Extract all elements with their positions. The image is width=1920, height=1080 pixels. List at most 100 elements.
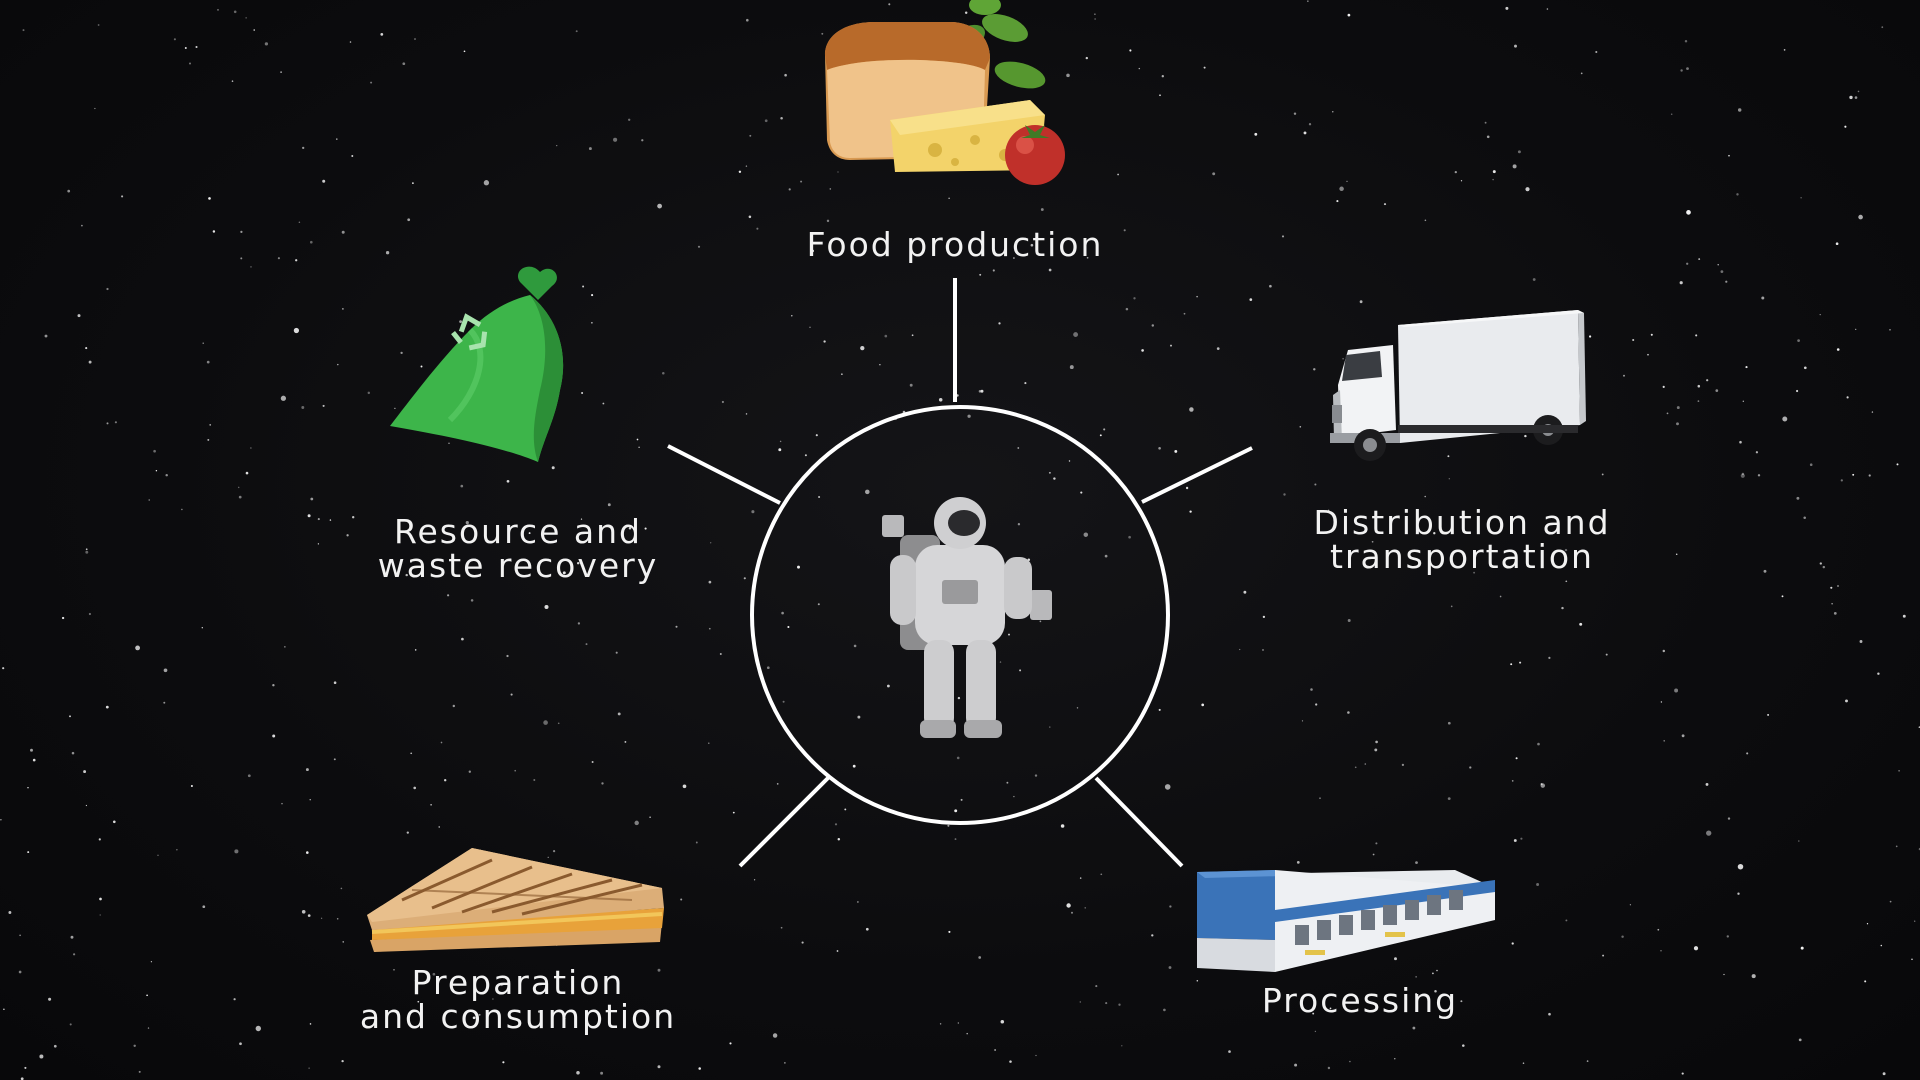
star xyxy=(1796,496,1800,500)
star xyxy=(964,11,968,14)
label-line: Processing xyxy=(1261,981,1459,1020)
star xyxy=(447,594,450,597)
recycle-bag-icon xyxy=(390,266,564,462)
star xyxy=(250,447,252,449)
star xyxy=(1561,606,1564,610)
star xyxy=(1803,366,1807,370)
star xyxy=(841,373,843,375)
star xyxy=(1679,281,1683,285)
star xyxy=(1068,460,1071,462)
star xyxy=(1715,389,1719,392)
star xyxy=(787,625,790,629)
star xyxy=(1327,509,1330,512)
star xyxy=(776,783,779,785)
star xyxy=(460,484,464,488)
star xyxy=(30,748,33,752)
star xyxy=(1076,707,1079,709)
star xyxy=(601,782,604,785)
star xyxy=(1889,328,1891,331)
star xyxy=(1401,763,1405,767)
star xyxy=(682,784,687,789)
star xyxy=(153,449,156,453)
star xyxy=(367,391,371,395)
star xyxy=(380,33,384,36)
star xyxy=(1073,332,1079,338)
star xyxy=(85,347,88,350)
star xyxy=(1040,208,1044,211)
star xyxy=(948,930,951,933)
star xyxy=(638,446,640,449)
star xyxy=(438,826,440,828)
star xyxy=(779,440,782,443)
star xyxy=(978,390,982,393)
star xyxy=(1164,784,1171,790)
star xyxy=(88,612,91,616)
star xyxy=(1822,565,1826,569)
star xyxy=(1339,186,1344,192)
star xyxy=(173,38,176,41)
star xyxy=(544,604,549,610)
star xyxy=(1524,434,1527,438)
star xyxy=(1676,406,1680,410)
star xyxy=(1185,486,1189,490)
star xyxy=(1249,298,1253,301)
star xyxy=(1855,328,1857,331)
star xyxy=(1433,532,1436,535)
star xyxy=(250,266,252,268)
star xyxy=(1039,620,1042,623)
star xyxy=(537,1010,541,1013)
star xyxy=(85,550,89,554)
star xyxy=(452,704,456,708)
star xyxy=(1525,187,1530,192)
star xyxy=(865,927,869,931)
star xyxy=(834,823,838,826)
star xyxy=(67,189,71,193)
star xyxy=(1540,783,1543,786)
star xyxy=(212,230,216,233)
star xyxy=(405,573,408,577)
star xyxy=(414,979,418,983)
star xyxy=(1882,1072,1886,1076)
star xyxy=(44,334,48,338)
star xyxy=(1681,1072,1684,1075)
star xyxy=(804,454,807,457)
star xyxy=(237,486,240,489)
star xyxy=(826,219,830,223)
star xyxy=(1695,334,1698,337)
star xyxy=(1751,974,1756,979)
star xyxy=(811,249,814,253)
star xyxy=(483,180,490,186)
star xyxy=(114,421,117,424)
star xyxy=(784,73,787,77)
star xyxy=(298,221,301,223)
star xyxy=(410,560,413,564)
star xyxy=(1889,900,1892,903)
star xyxy=(1660,701,1663,703)
star xyxy=(414,38,416,40)
factory-warehouse-icon xyxy=(1197,870,1495,972)
star xyxy=(745,165,748,167)
star xyxy=(581,392,584,394)
star xyxy=(247,774,251,778)
star xyxy=(1151,934,1154,937)
star xyxy=(352,516,355,519)
star xyxy=(1125,307,1129,311)
star xyxy=(562,571,566,575)
star xyxy=(206,360,210,364)
star xyxy=(234,849,239,854)
star xyxy=(1017,523,1021,526)
star xyxy=(500,983,503,987)
star xyxy=(1269,284,1272,288)
star xyxy=(1809,463,1813,467)
label-line: Resource and xyxy=(394,512,642,551)
star xyxy=(999,661,1002,663)
star xyxy=(320,917,323,919)
star xyxy=(879,364,881,366)
star xyxy=(1674,688,1679,693)
star xyxy=(1460,1000,1463,1003)
star xyxy=(1060,824,1065,828)
star xyxy=(1262,615,1266,619)
star xyxy=(94,107,96,110)
star xyxy=(1303,131,1307,135)
